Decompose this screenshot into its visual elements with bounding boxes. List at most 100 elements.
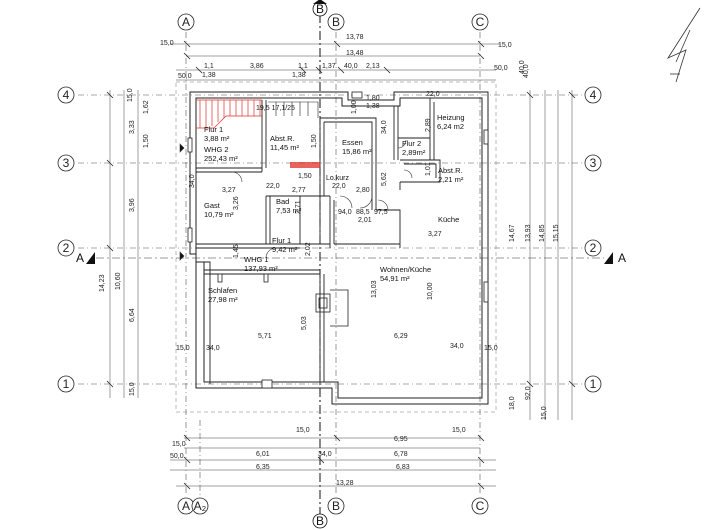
staircase [196,99,262,129]
dim-w150: 1,50 [311,134,318,148]
dim-right-8: 15,0 [541,406,548,420]
dim-w220b: 22,0 [332,183,346,190]
axis-label-1-left: 1 [63,377,70,391]
axis-label-c-bottom: C [476,499,485,513]
dim-w503: 5,03 [301,316,308,330]
dim-left-9: 15,0 [129,382,136,396]
axis-bubble-3-left [57,154,75,172]
axis-label-3-right: 3 [590,156,597,170]
room-abstr-top-area: 11,45 m² [270,143,300,152]
room-heizung-area: 6,24 m2 [437,122,464,131]
axis-label-c-top: C [476,15,485,29]
dim-top-15: 1,80 [366,95,380,102]
section-marker-a-right: A [604,251,626,265]
axis-bubble-2-right [584,239,602,257]
room-flur1-top-area: 3,88 m² [204,134,230,143]
dim-w289: 2,89 [425,118,432,132]
room-abstr-right-area: 2,21 m² [438,175,464,184]
dim-left-4: 1,50 [143,134,150,148]
dim-w326: 3,26 [233,196,240,210]
room-abstr-top-name: Abst.R. [270,134,295,143]
grid-lines [78,32,582,495]
chimney [315,289,349,327]
dim-top-6: 3,86 [250,63,264,70]
room-wohnen-name: Wohnen/Küche [380,265,431,274]
dim-left-6: 10,60 [115,272,122,290]
section-marker-b-top: B [312,0,328,17]
room-abstr-right-name: Abst.R. [438,166,463,175]
room-schlafen-area: 27,98 m² [208,295,238,304]
dim-w280: 2,80 [356,187,370,194]
room-whg1-area: 137,93 m² [244,264,278,273]
dim-w277: 2,77 [292,187,306,194]
dim-w220a: 22,0 [266,183,280,190]
dim-top-8: 1,37 [322,63,336,70]
dim-w940: 94,0 [338,209,352,216]
room-labels: Flur 1 3,88 m² WHG 2 252,43 m² Abst.R. 1… [204,113,465,304]
dim-bottom-11: 13,28 [336,480,354,487]
section-label-b-bottom: B [316,514,324,528]
room-schlafen-name: Schlafen [208,286,237,295]
dim-w145: 1,45 [233,244,240,258]
dim-top-17: 40,0 [519,60,526,74]
dim-w220c: 22,0 [426,91,440,98]
room-bad-area: 7,53 m² [276,206,302,215]
dim-w327a: 3,27 [222,187,236,194]
dim-w340c: 34,0 [206,345,220,352]
axis-bubble-b-top [327,13,345,31]
dim-w150b: 1,50 [298,173,312,180]
axis-label-2-left: 2 [63,241,70,255]
axis-label-a-bottom: A [182,499,190,513]
dim-bottom-9: 6,35 [256,464,270,471]
room-gast-area: 10,79 m² [204,210,234,219]
axis-label-3-left: 3 [63,156,70,170]
dim-w885: 88,5 [356,209,370,216]
axis-bubble-4-left [57,86,75,104]
dim-top-1: 15,0 [160,40,174,47]
axis-label-a-top: A [182,15,190,29]
room-lokurz-name: Lo.kurz [326,175,349,182]
room-whg2-area: 252,43 m² [204,154,238,163]
dim-top-2: 13,78 [346,34,364,41]
axis-bubble-2-left [57,239,75,257]
room-flur1-mid-area: 9,42 m² [272,245,298,254]
dim-w571: 5,71 [258,333,272,340]
room-essen-area: 15,86 m² [342,147,372,156]
dim-top-7: 1,1 [298,63,308,70]
room-kueche-name: Küche [438,215,459,224]
axis-bubble-1-left [57,375,75,393]
dim-w975: 97,5 [374,209,388,216]
dimension-lines [109,43,573,487]
dim-left-5: 3,96 [129,198,136,212]
dim-bottom-1: 15,0 [296,427,310,434]
dim-right-1: 40,0 [523,64,530,78]
axis-bubbles [57,13,602,515]
dim-top-11: 50,0 [178,73,192,80]
room-essen-name: Essen [342,138,363,147]
dim-top-12: 1,38 [202,72,216,79]
stair-accent [290,162,320,168]
axis-label-b-bottom: B [332,499,340,513]
dim-w150c: 15,0 [176,345,190,352]
axis-bubble-1-right [584,375,602,393]
room-flur1-top-name: Flur 1 [204,125,223,134]
room-gast-name: Gast [204,201,221,210]
interior-walls [196,98,441,384]
dimensions-left: 15,0 1,62 3,33 1,50 3,96 10,60 14,23 6,6… [99,88,150,396]
dim-top-14: 50,0 [494,65,508,72]
axis-label-2-right: 2 [590,241,597,255]
dimensions-inner: 19,5 17,1/25 1,00 34,0 2,89 1,50 3,27 22… [176,91,498,352]
axis-bubble-4-right [584,86,602,104]
dim-top-10: 2,13 [366,63,380,70]
room-flur2-name: Flur 2 [402,139,421,148]
axis-label-4-right: 4 [590,88,597,102]
dim-w340a: 34,0 [381,120,388,134]
dim-right-6: 92,0 [525,386,532,400]
dim-bottom-5: 6,01 [256,451,270,458]
section-marker-a-left: A [76,251,95,265]
dim-left-1: 15,0 [127,88,134,102]
room-flur2-area: 2,89m² [402,148,426,157]
dimensions-top: 15,0 13,78 15,0 13,48 1,1 3,86 1,1 1,37 … [160,34,526,110]
north-arrow-icon [666,7,701,83]
